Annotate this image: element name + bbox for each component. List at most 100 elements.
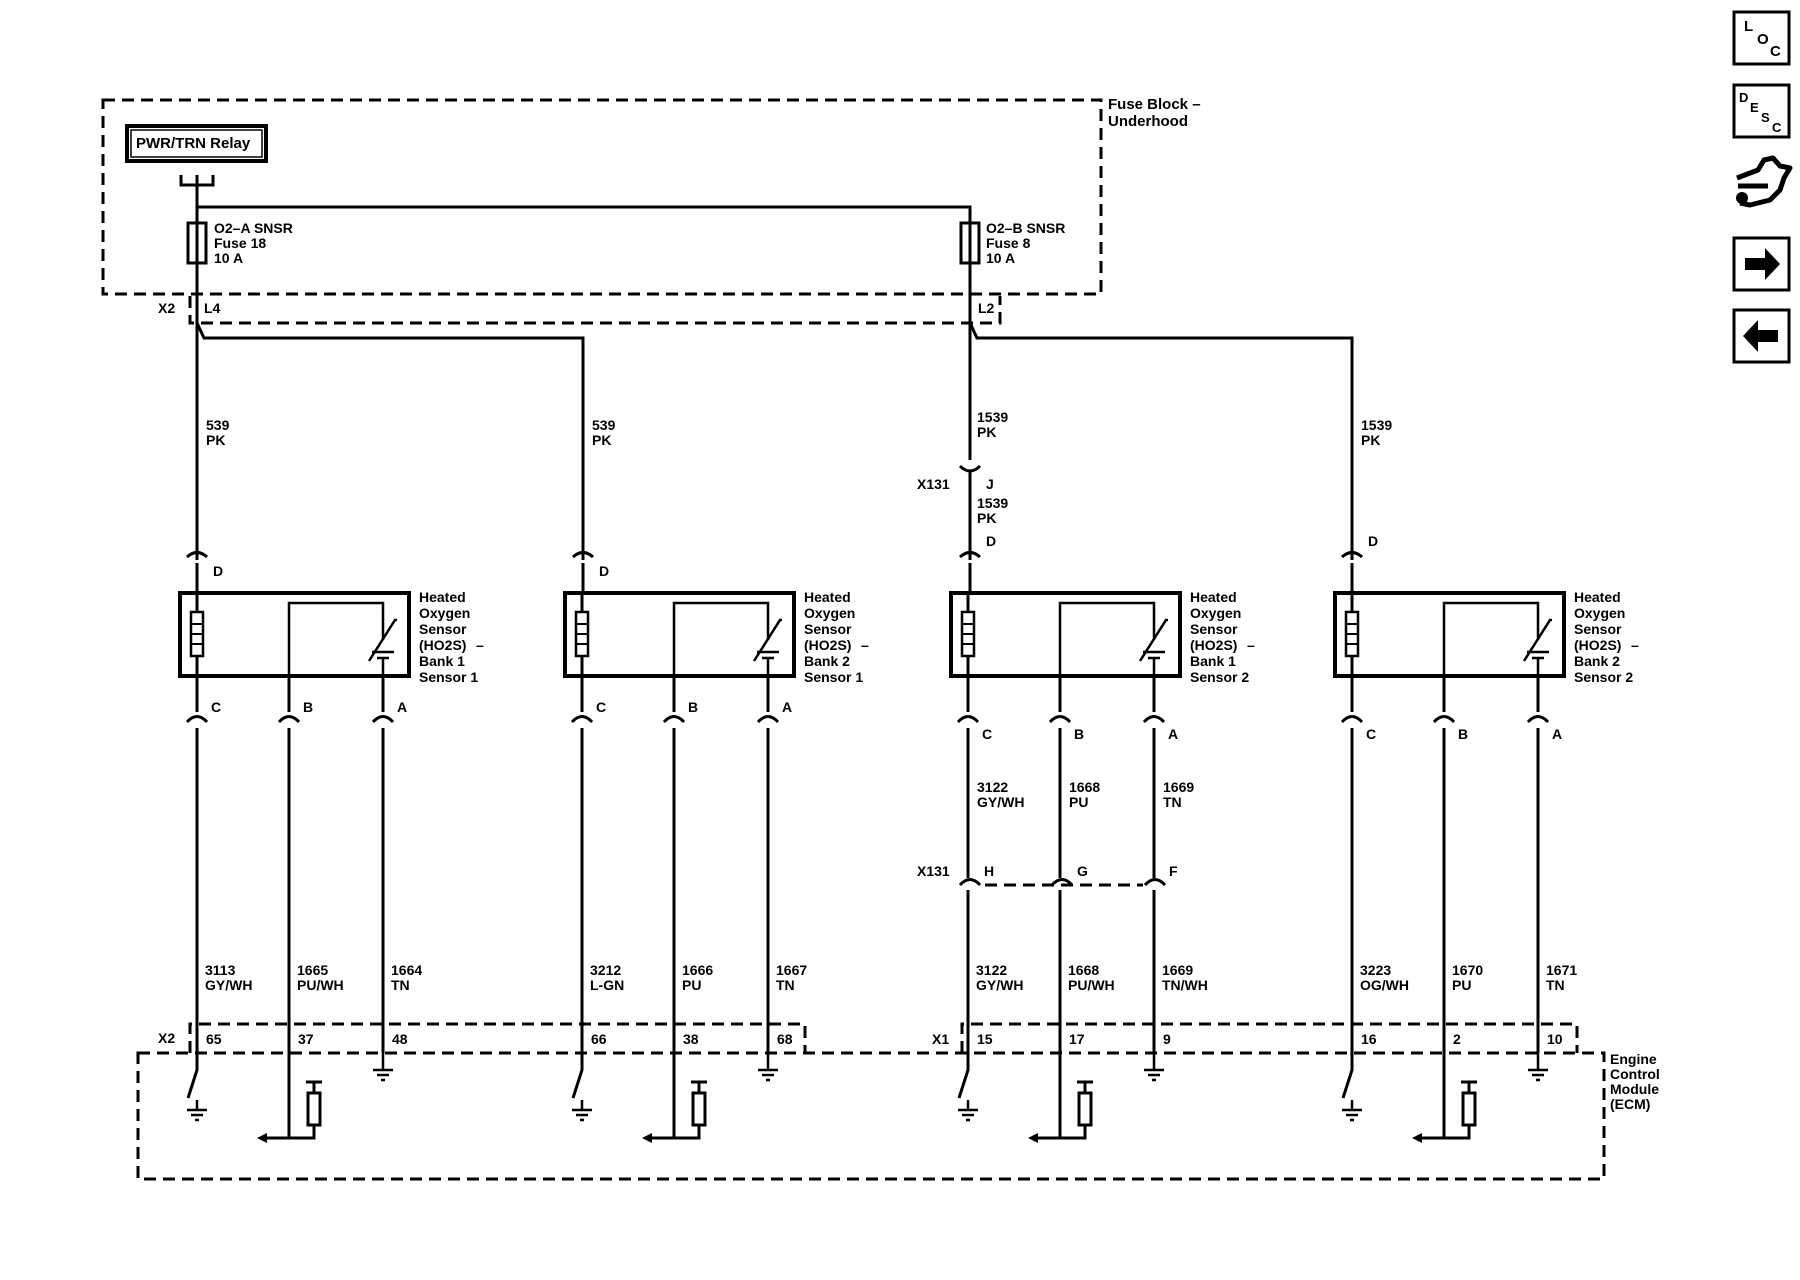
fuse-o2a-rating: 10 A	[214, 250, 243, 266]
ground-icon	[187, 1100, 207, 1122]
wrench-icon[interactable]	[1736, 155, 1793, 208]
mid-wire-2-color: PU	[1069, 794, 1088, 810]
relay-label: PWR/TRN Relay	[136, 135, 251, 152]
wire-color-1671: TN	[1546, 977, 1565, 993]
nav-desc-button[interactable]: D E S C	[1732, 83, 1791, 139]
lower-wires: 3113GY/WH651665PU/WH371664TN483212L-GN66…	[186, 728, 1577, 1143]
sensor-1-pin-c: C	[211, 699, 221, 715]
resistor-icon	[1461, 1091, 1477, 1127]
arrow-left-icon	[1028, 1133, 1038, 1143]
x131-pin-f: F	[1169, 863, 1178, 879]
fuse-o2b-rating: 10 A	[986, 250, 1015, 266]
sensor-4-label-5: Bank 2	[1574, 653, 1620, 669]
sensor-3-label-1: Heated	[1190, 589, 1237, 605]
sensor-4-pin-c: C	[1366, 726, 1376, 742]
sensor-3-label-2: Oxygen	[1190, 605, 1241, 621]
ecm-pin-66: 66	[591, 1031, 607, 1047]
arrow-right-icon	[1745, 248, 1780, 280]
nav-loc-button[interactable]: L O C	[1732, 10, 1791, 66]
wire-color-3212: L-GN	[590, 977, 624, 993]
ecm-pin-48: 48	[392, 1031, 408, 1047]
ground-icon	[758, 1053, 778, 1082]
fuse-o2a-number: Fuse 18	[214, 235, 266, 251]
x131-bottom-conn: X131	[917, 863, 950, 879]
ground-icon	[1144, 1053, 1164, 1082]
ecm-label-3: Module	[1610, 1081, 1659, 1097]
sensor-1-label-2: Oxygen	[419, 605, 470, 621]
ecm-pin-17: 17	[1069, 1031, 1085, 1047]
sensor-1-label-4: (HO2S)	[419, 637, 466, 653]
wire-1539-b-color: PK	[1361, 432, 1380, 448]
wire-539-b-color: PK	[592, 432, 611, 448]
ground-icon	[1342, 1100, 1362, 1122]
sensor-1-pin-a: A	[397, 699, 407, 715]
arrow-left-icon	[642, 1133, 652, 1143]
upper-wire-labels: 539 PK 539 PK 1539 PK 1539 PK	[206, 409, 1392, 448]
sensor-4-dash: –	[1631, 637, 1639, 653]
wire-color-1664: TN	[391, 977, 410, 993]
ecm-pin-2: 2	[1453, 1031, 1461, 1047]
wire-539-b-circuit: 539	[592, 417, 616, 433]
wire-circuit-1668: 1668	[1068, 962, 1099, 978]
mid-wire-3-color: TN	[1163, 794, 1182, 810]
nav-back-button[interactable]	[1732, 308, 1791, 364]
sensor-1-dash: –	[476, 637, 484, 653]
desc-letter-s: S	[1761, 110, 1770, 125]
arrow-left-icon	[1412, 1133, 1422, 1143]
sensor3-pin-d: D	[986, 533, 996, 549]
wire-circuit-1667: 1667	[776, 962, 807, 978]
arrow-left-icon	[257, 1133, 267, 1143]
wire-color-1667: TN	[776, 977, 795, 993]
sensor-2-label-3: Sensor	[804, 621, 852, 637]
mid-wire-2-circuit: 1668	[1069, 779, 1100, 795]
ecm-connector-x1: X1	[932, 1031, 949, 1047]
sensor-4-pin-b: B	[1458, 726, 1468, 742]
sensor1-pin-d: D	[213, 563, 223, 579]
loc-letter-o: O	[1757, 31, 1769, 48]
fuse-o2b: O2–B SNSR Fuse 8 10 A	[959, 220, 1065, 266]
wire-539-a-color: PK	[206, 432, 225, 448]
x131-pin-g: G	[1077, 863, 1088, 879]
sensor-4-label-3: Sensor	[1574, 621, 1622, 637]
wire-539-a-circuit: 539	[206, 417, 230, 433]
wire-color-1669: TN/WH	[1162, 977, 1208, 993]
desc-letter-d: D	[1739, 90, 1748, 105]
sensor-2-label-4: (HO2S)	[804, 637, 851, 653]
inline-connector-x131-j: X131 J 1539 PK	[917, 464, 1008, 545]
mid-wire-3-circuit: 1669	[1163, 779, 1194, 795]
sensor-2-dash: –	[861, 637, 869, 653]
sensor-2-label-1: Heated	[804, 589, 851, 605]
ecm-label-1: Engine	[1610, 1051, 1657, 1067]
ecm-label-4: (ECM)	[1610, 1096, 1650, 1112]
sensor-1-label-6: Sensor 1	[419, 669, 478, 685]
x131-wire-color: PK	[977, 510, 996, 526]
loc-letter-l: L	[1744, 18, 1753, 35]
wire-circuit-1670: 1670	[1452, 962, 1483, 978]
sensor-4-label-1: Heated	[1574, 589, 1621, 605]
sensor-2-label-6: Sensor 1	[804, 669, 863, 685]
nav-next-button[interactable]	[1732, 236, 1791, 292]
wire-circuit-1669: 1669	[1162, 962, 1193, 978]
sensor-3-dash: –	[1247, 637, 1255, 653]
sensor-4-pin-a: A	[1552, 726, 1562, 742]
wire-color-1666: PU	[682, 977, 701, 993]
x131-pin-h: H	[984, 863, 994, 879]
ground-icon	[373, 1053, 393, 1082]
sensor-2-label-2: Oxygen	[804, 605, 855, 621]
sensor-2-pin-b: B	[688, 699, 698, 715]
resistor-icon	[306, 1091, 322, 1127]
sensor-2-pin-c: C	[596, 699, 606, 715]
wire-circuit-3212: 3212	[590, 962, 621, 978]
sensor-3-label-3: Sensor	[1190, 621, 1238, 637]
ground-icon	[1528, 1053, 1548, 1082]
fuse-connector-x2: X2	[158, 300, 175, 316]
wire-color-3223: OG/WH	[1360, 977, 1409, 993]
